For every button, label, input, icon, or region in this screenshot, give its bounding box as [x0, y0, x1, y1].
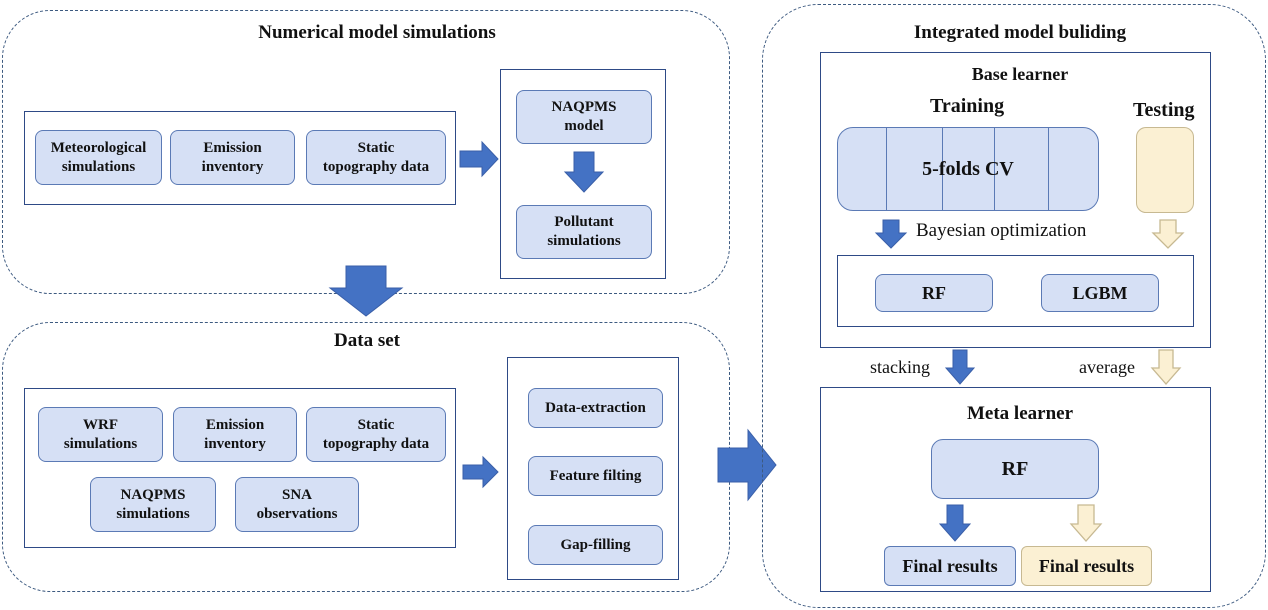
testing-label: Testing: [1133, 99, 1195, 121]
average-label: average: [1079, 357, 1135, 377]
base-learner-title: Base learner: [971, 64, 1069, 84]
arrow-down-outline-icon: [1151, 219, 1185, 249]
testing-set-box: [1136, 127, 1194, 213]
arrow-down-icon-4: [938, 504, 972, 542]
meteorological-simulations-chip: Meteorological simulations: [35, 130, 162, 185]
meta-learner-title: Meta learner: [966, 403, 1074, 424]
naqpms-simulations-chip: NAQPMS simulations: [90, 477, 216, 532]
arrow-right-icon: [459, 140, 499, 178]
training-label: Training: [930, 95, 1005, 117]
fold-divider: [1048, 128, 1049, 210]
integrated-model-panel: [762, 4, 1266, 608]
bayesian-optimization-label: Bayesian optimization: [916, 220, 1087, 241]
sna-observations-chip: SNA observations: [235, 477, 359, 532]
final-results-average-chip: Final results: [1021, 546, 1152, 586]
cv-label: 5-folds CV: [922, 157, 1014, 180]
feature-filting-chip: Feature filting: [528, 456, 663, 496]
final-results-chip: Final results: [884, 546, 1016, 586]
arrow-right-icon-2: [462, 455, 499, 489]
rf-base-chip: RF: [875, 274, 993, 312]
wrf-simulations-chip: WRF simulations: [38, 407, 163, 462]
arrow-down-large-icon: [328, 265, 404, 317]
integrated-model-title: Integrated model buliding: [913, 22, 1127, 43]
arrow-down-icon-3: [944, 349, 976, 385]
fold-divider: [994, 128, 995, 210]
gap-filling-chip: Gap-filling: [528, 525, 663, 565]
fold-divider: [942, 128, 943, 210]
naqpms-model-chip: NAQPMS model: [516, 90, 652, 144]
arrow-down-icon-2: [874, 219, 908, 249]
rf-meta-chip: RF: [931, 439, 1099, 499]
cv-folds-box: 5-folds CV: [837, 127, 1099, 211]
stacking-label: stacking: [870, 357, 930, 377]
data-extraction-chip: Data-extraction: [528, 388, 663, 428]
arrow-down-icon: [563, 151, 605, 193]
emission-inventory-chip-2: Emission inventory: [173, 407, 297, 462]
lgbm-chip: LGBM: [1041, 274, 1159, 312]
static-topography-chip: Static topography data: [306, 130, 446, 185]
pollutant-simulations-chip: Pollutant simulations: [516, 205, 652, 259]
emission-inventory-chip: Emission inventory: [170, 130, 295, 185]
fold-divider: [886, 128, 887, 210]
static-topography-chip-2: Static topography data: [306, 407, 446, 462]
data-set-title: Data set: [334, 330, 400, 351]
arrow-down-outline-icon-3: [1069, 504, 1103, 542]
numerical-model-title: Numerical model simulations: [258, 22, 496, 43]
arrow-down-outline-icon-2: [1150, 349, 1182, 385]
